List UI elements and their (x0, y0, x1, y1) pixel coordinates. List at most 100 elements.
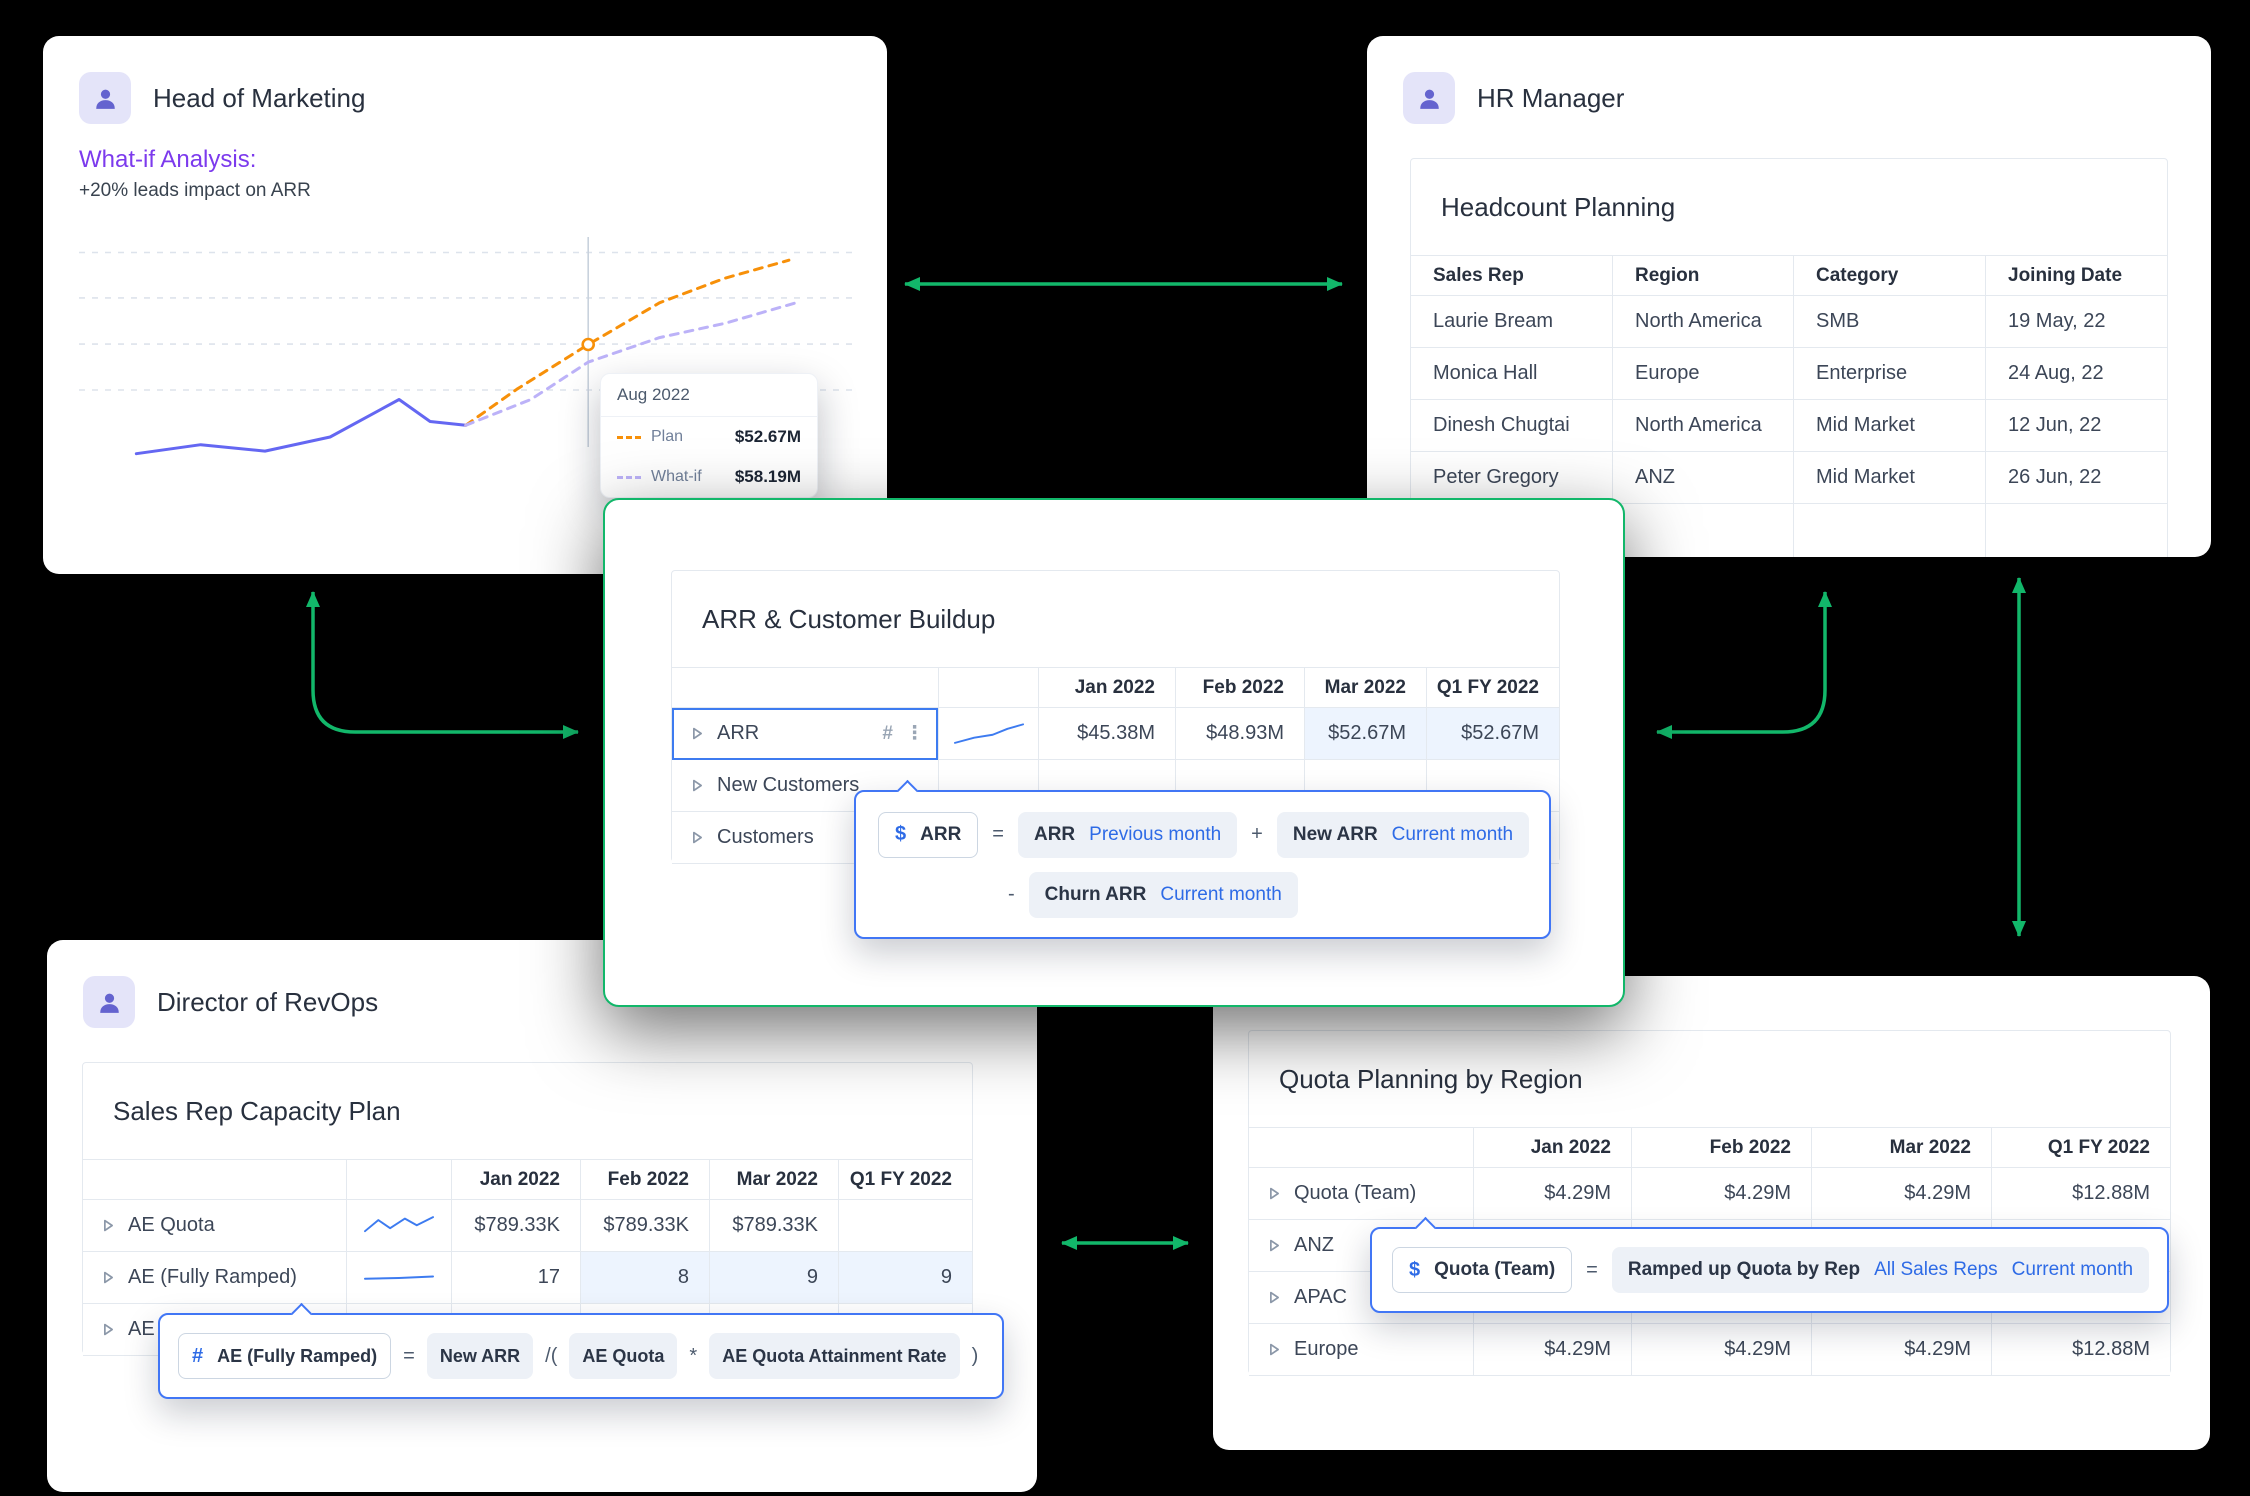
table-cell[interactable]: $12.88M (1991, 1168, 2170, 1220)
table-cell[interactable]: $4.29M (1811, 1168, 1991, 1220)
table-cell[interactable]: $48.93M (1175, 708, 1304, 760)
expand-chevron-icon[interactable] (103, 1323, 114, 1336)
formula-term-chip[interactable]: New ARR (426, 1333, 534, 1379)
column-header: Mar 2022 (1304, 668, 1426, 708)
what-if-line-chart (79, 237, 854, 456)
table-cell[interactable]: SMB (1793, 296, 1985, 348)
table-cell[interactable]: $45.38M (1038, 708, 1175, 760)
dimension-previous-month[interactable]: Previous month (1089, 823, 1222, 845)
formula-term-chip[interactable]: AE Quota (569, 1333, 678, 1379)
table-cell[interactable]: 24 Aug, 22 (1985, 348, 2167, 400)
formula-target-chip[interactable]: $ Quota (Team) (1392, 1247, 1573, 1293)
tooltip-row-whatif: What-if $58.19M (601, 457, 817, 497)
quota-planning-panel: Quota Planning by Region Jan 2022 Feb 20… (1248, 1030, 2171, 1376)
row-label-ae-quota[interactable]: AE Quota (83, 1200, 346, 1252)
row-label-quota-team[interactable]: Quota (Team) (1249, 1168, 1473, 1220)
table-cell[interactable]: 9 (838, 1252, 972, 1304)
sparkline-cell (346, 1252, 451, 1304)
equals-operator: = (1586, 1258, 1598, 1281)
table-cell[interactable]: 26 Jun, 22 (1985, 452, 2167, 504)
table-cell[interactable]: Peter Gregory (1411, 452, 1612, 504)
formula-target-chip[interactable]: $ ARR (878, 811, 979, 858)
expand-chevron-icon[interactable] (692, 779, 703, 792)
formula-target-chip[interactable]: # AE (Fully Ramped) (178, 1333, 392, 1379)
table-cell[interactable]: 17 (451, 1252, 580, 1304)
table-cell[interactable]: Mid Market (1793, 400, 1985, 452)
sparkline (953, 722, 1024, 744)
card-title: Director of RevOps (157, 986, 379, 1017)
table-cell[interactable]: ANZ (1612, 452, 1793, 504)
card-title: HR Manager (1477, 82, 1625, 113)
table-cell[interactable]: Mid Market (1793, 452, 1985, 504)
table-cell[interactable]: $4.29M (1473, 1168, 1631, 1220)
expand-chevron-icon[interactable] (692, 727, 703, 740)
table-cell[interactable]: North America (1612, 400, 1793, 452)
table-cell[interactable]: 12 Jun, 22 (1985, 400, 2167, 452)
arr-formula-popup: $ ARR = ARR Previous month + New ARR Cur… (854, 779, 1551, 939)
expand-chevron-icon[interactable] (1269, 1291, 1280, 1304)
dimension-all-sales-reps[interactable]: All Sales Reps (1874, 1259, 1998, 1280)
row-label-ae-fully-ramped[interactable]: AE (Fully Ramped) (83, 1252, 346, 1304)
expand-chevron-icon[interactable] (1269, 1187, 1280, 1200)
formula-term-chip[interactable]: Churn ARR Current month (1028, 871, 1298, 918)
table-cell[interactable]: 8 (580, 1252, 709, 1304)
dimension-current-month[interactable]: Current month (1160, 883, 1282, 905)
table-cell[interactable]: Enterprise (1793, 348, 1985, 400)
column-header-spark (938, 668, 1038, 708)
formula-term-chip[interactable]: New ARR Current month (1276, 811, 1530, 858)
plus-operator: + (1251, 823, 1263, 845)
table-cell[interactable]: 9 (709, 1252, 838, 1304)
empty-row (1985, 504, 2167, 557)
tooltip-row-plan: Plan $52.67M (601, 417, 817, 457)
kebab-menu-icon[interactable]: ⋮ (905, 723, 924, 744)
equals-operator: = (992, 823, 1004, 845)
quota-card: Quota Planning by Region Jan 2022 Feb 20… (1213, 976, 2210, 1450)
formula-line-1: $ ARR = ARR Previous month + New ARR Cur… (878, 811, 1530, 858)
expand-chevron-icon[interactable] (1269, 1343, 1280, 1356)
table-cell[interactable]: Dinesh Chugtai (1411, 400, 1612, 452)
table-cell[interactable]: $52.67M (1426, 708, 1559, 760)
expand-chevron-icon[interactable] (692, 831, 703, 844)
table-cell[interactable]: North America (1612, 296, 1793, 348)
table-cell[interactable]: $12.88M (1991, 1324, 2170, 1376)
table-cell[interactable]: 19 May, 22 (1985, 296, 2167, 348)
table-cell[interactable]: $4.29M (1811, 1324, 1991, 1376)
formula-term-chip[interactable]: Ramped up Quota by Rep All Sales Reps Cu… (1611, 1247, 2150, 1293)
table-cell[interactable] (838, 1200, 972, 1252)
table-cell[interactable]: $4.29M (1473, 1324, 1631, 1376)
table-cell[interactable]: $789.33K (451, 1200, 580, 1252)
table-cell[interactable]: $4.29M (1631, 1168, 1811, 1220)
column-header-empty (83, 1160, 346, 1200)
table-cell[interactable]: $789.33K (580, 1200, 709, 1252)
row-label-europe[interactable]: Europe (1249, 1324, 1473, 1376)
table-cell[interactable]: Laurie Bream (1411, 296, 1612, 348)
arr-buildup-card: ARR & Customer Buildup Jan 2022 Feb 2022… (603, 498, 1625, 1007)
close-paren-operator: ) (971, 1344, 979, 1367)
table-cell[interactable]: $52.67M (1304, 708, 1426, 760)
column-header: Mar 2022 (709, 1160, 838, 1200)
table-cell[interactable]: Monica Hall (1411, 348, 1612, 400)
card-title: Head of Marketing (153, 82, 366, 113)
formula-term-chip[interactable]: AE Quota Attainment Rate (709, 1333, 960, 1379)
formula-term-chip[interactable]: ARR Previous month (1017, 811, 1238, 858)
expand-chevron-icon[interactable] (103, 1271, 114, 1284)
panel-title: Quota Planning by Region (1279, 1064, 1583, 1094)
column-header-empty (1249, 1128, 1473, 1168)
number-format-icon[interactable]: # (882, 722, 893, 744)
row-label-arr-selected[interactable]: ARR # ⋮ (672, 708, 938, 760)
equals-operator: = (403, 1344, 415, 1367)
dimension-current-month[interactable]: Current month (1391, 823, 1514, 845)
expand-chevron-icon[interactable] (1269, 1239, 1280, 1252)
panel-title: Headcount Planning (1441, 192, 1676, 222)
table-cell[interactable]: $4.29M (1631, 1324, 1811, 1376)
table-cell[interactable]: Europe (1612, 348, 1793, 400)
expand-chevron-icon[interactable] (103, 1219, 114, 1232)
sparkline-cell (346, 1200, 451, 1252)
empty-row (1793, 504, 1985, 557)
column-header: Q1 FY 2022 (1426, 668, 1559, 708)
dimension-current-month[interactable]: Current month (2011, 1259, 2134, 1280)
column-header: Q1 FY 2022 (1991, 1128, 2170, 1168)
table-cell[interactable]: $789.33K (709, 1200, 838, 1252)
revops-card-header: Director of RevOps (83, 976, 378, 1028)
